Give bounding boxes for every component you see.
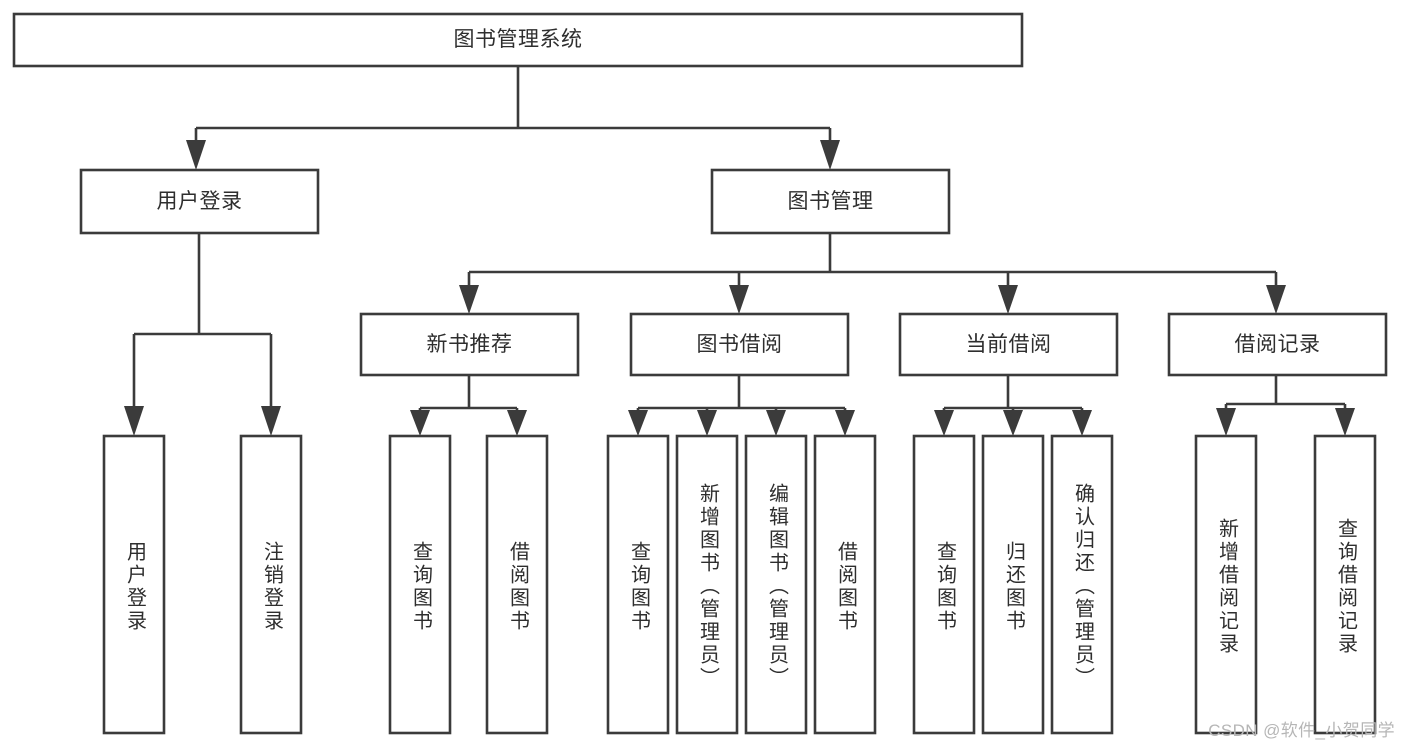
node-box-leaf-8[interactable] xyxy=(912,434,976,735)
arrowhead-leaf-4 xyxy=(628,410,648,436)
arrowhead-leaf-11 xyxy=(1216,408,1236,436)
node-box-leaf-9[interactable] xyxy=(981,434,1045,735)
arrowhead-leaf-6 xyxy=(766,410,786,436)
arrowhead-leaf-3 xyxy=(507,410,527,436)
arrowhead-user-login xyxy=(186,140,206,170)
node-box-l2-2[interactable] xyxy=(898,312,1119,377)
arrowhead-leaf-9 xyxy=(1003,410,1023,436)
node-box-leaf-1[interactable] xyxy=(239,434,303,735)
node-box-l2-3[interactable] xyxy=(1167,312,1388,377)
node-box-l2-0[interactable] xyxy=(359,312,580,377)
node-box-leaf-11[interactable] xyxy=(1194,434,1258,735)
connector-layer xyxy=(124,66,1355,436)
arrowhead-borrow-record xyxy=(1266,285,1286,314)
node-box-layer xyxy=(12,12,1388,735)
node-box-leaf-3[interactable] xyxy=(485,434,549,735)
arrowhead-leaf-2 xyxy=(410,410,430,436)
arrowhead-current-borrow xyxy=(998,285,1018,314)
node-box-leaf-4[interactable] xyxy=(606,434,670,735)
arrowhead-book-mgmt xyxy=(820,140,840,170)
node-box-l1-0[interactable] xyxy=(79,168,320,235)
node-box-leaf-10[interactable] xyxy=(1050,434,1114,735)
node-box-l2-1[interactable] xyxy=(629,312,850,377)
node-box-leaf-2[interactable] xyxy=(388,434,452,735)
arrowhead-leaf-0 xyxy=(124,406,144,436)
arrowhead-borrow-book xyxy=(729,285,749,314)
arrowhead-leaf-10 xyxy=(1072,410,1092,436)
arrowhead-new-book xyxy=(459,285,479,314)
node-box-leaf-0[interactable] xyxy=(102,434,166,735)
node-box-root[interactable] xyxy=(12,12,1024,68)
arrowhead-leaf-5 xyxy=(697,410,717,436)
arrowhead-leaf-1 xyxy=(261,406,281,436)
arrowhead-leaf-8 xyxy=(934,410,954,436)
node-box-leaf-6[interactable] xyxy=(744,434,808,735)
node-box-leaf-12[interactable] xyxy=(1313,434,1377,735)
node-box-l1-1[interactable] xyxy=(710,168,951,235)
node-box-leaf-5[interactable] xyxy=(675,434,739,735)
arrowhead-leaf-12 xyxy=(1335,408,1355,436)
node-box-leaf-7[interactable] xyxy=(813,434,877,735)
arrowhead-leaf-7 xyxy=(835,410,855,436)
